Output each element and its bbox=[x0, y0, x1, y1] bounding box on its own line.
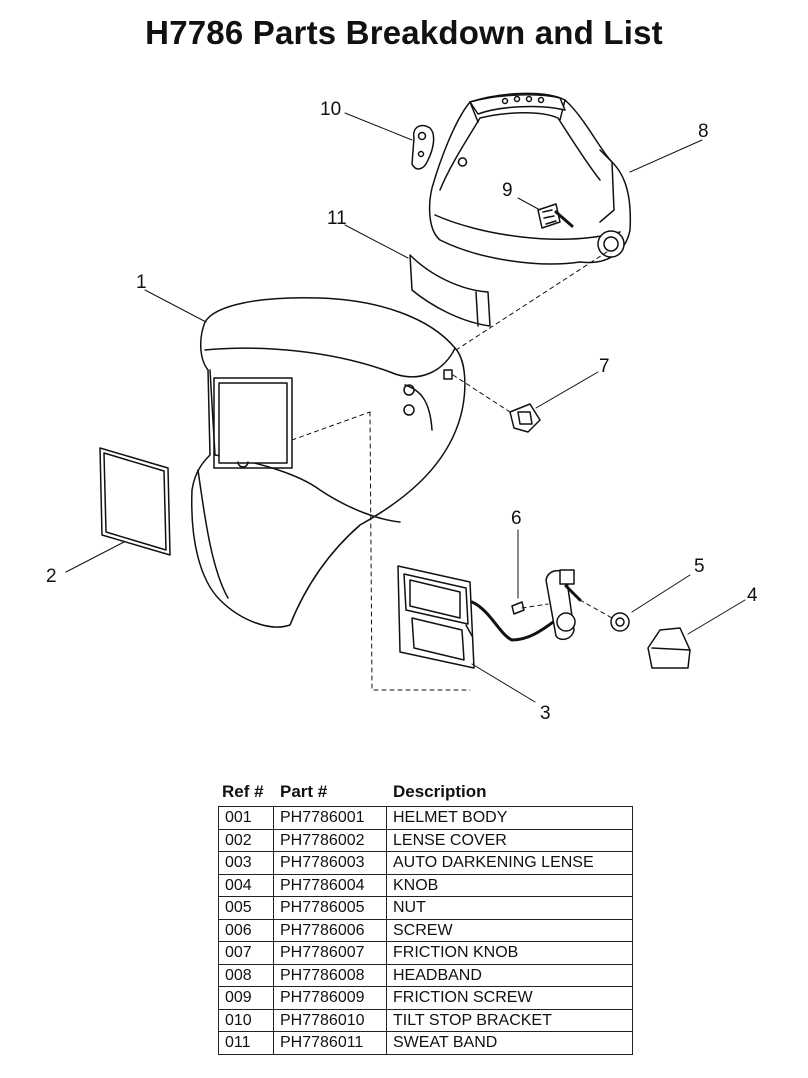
ref-cell: 007 bbox=[218, 941, 274, 965]
ref-cell: 001 bbox=[218, 806, 274, 830]
exploded-parts-diagram: 1 2 3 4 5 6 7 8 9 10 11 bbox=[46, 92, 758, 724]
description-cell: TILT STOP BRACKET bbox=[386, 1008, 633, 1032]
lense-cover-part bbox=[99, 447, 171, 556]
description-cell: HEADBAND bbox=[386, 963, 633, 987]
part-cell: PH7786008 bbox=[273, 963, 387, 987]
callout-11: 11 bbox=[327, 208, 347, 229]
ref-cell: 011 bbox=[218, 1031, 274, 1055]
alignment-lines bbox=[291, 249, 613, 691]
callout-3: 3 bbox=[540, 703, 551, 724]
callout-7: 7 bbox=[599, 356, 610, 377]
part-cell: PH7786007 bbox=[273, 941, 387, 965]
part-cell: PH7786006 bbox=[273, 918, 387, 942]
header-description: Description bbox=[393, 782, 487, 801]
knob-part bbox=[647, 627, 691, 669]
ref-cell: 006 bbox=[218, 918, 274, 942]
callout-8: 8 bbox=[698, 121, 709, 142]
part-cell: PH7786010 bbox=[273, 1008, 387, 1032]
description-cell: NUT bbox=[386, 896, 633, 920]
header-ref: Ref # bbox=[222, 782, 264, 801]
sweat-band-part bbox=[409, 254, 491, 327]
callout-9: 9 bbox=[502, 180, 513, 201]
helmet-body-part bbox=[191, 296, 466, 628]
part-cell: PH7786004 bbox=[273, 873, 387, 897]
callout-4: 4 bbox=[747, 585, 758, 606]
part-cell: PH7786009 bbox=[273, 986, 387, 1010]
callout-2: 2 bbox=[46, 566, 57, 587]
description-cell: SCREW bbox=[386, 918, 633, 942]
description-cell: LENSE COVER bbox=[386, 828, 633, 852]
description-cell: SWEAT BAND bbox=[386, 1031, 633, 1055]
ref-cell: 004 bbox=[218, 873, 274, 897]
part-cell: PH7786011 bbox=[273, 1031, 387, 1055]
callout-1: 1 bbox=[136, 272, 147, 293]
nut-part bbox=[610, 612, 630, 632]
ref-cell: 008 bbox=[218, 963, 274, 987]
leader-lines bbox=[65, 112, 746, 703]
auto-darkening-lense-part bbox=[397, 565, 558, 669]
description-cell: FRICTION KNOB bbox=[386, 941, 633, 965]
tilt-stop-bracket-part bbox=[411, 124, 435, 170]
friction-knob-part bbox=[509, 403, 541, 433]
control-housing-part bbox=[545, 569, 582, 641]
ref-cell: 003 bbox=[218, 851, 274, 875]
callout-10: 10 bbox=[320, 99, 341, 120]
callout-6: 6 bbox=[511, 508, 522, 529]
screw-part bbox=[511, 601, 525, 615]
part-cell: PH7786003 bbox=[273, 851, 387, 875]
ref-cell: 002 bbox=[218, 828, 274, 852]
friction-screw-part bbox=[537, 203, 574, 229]
page-title: H7786 Parts Breakdown and List bbox=[145, 14, 663, 51]
parts-list-header: Ref # Part # Description bbox=[218, 780, 633, 806]
ref-cell: 005 bbox=[218, 896, 274, 920]
description-cell: AUTO DARKENING LENSE bbox=[386, 851, 633, 875]
ref-cell: 009 bbox=[218, 986, 274, 1010]
part-cell: PH7786002 bbox=[273, 828, 387, 852]
part-cell: PH7786005 bbox=[273, 896, 387, 920]
description-cell: KNOB bbox=[386, 873, 633, 897]
description-cell: FRICTION SCREW bbox=[386, 986, 633, 1010]
part-cell: PH7786001 bbox=[273, 806, 387, 830]
header-part: Part # bbox=[280, 782, 328, 801]
description-cell: HELMET BODY bbox=[386, 806, 633, 830]
headband-part bbox=[428, 92, 632, 265]
callout-5: 5 bbox=[694, 556, 705, 577]
ref-cell: 010 bbox=[218, 1008, 274, 1032]
